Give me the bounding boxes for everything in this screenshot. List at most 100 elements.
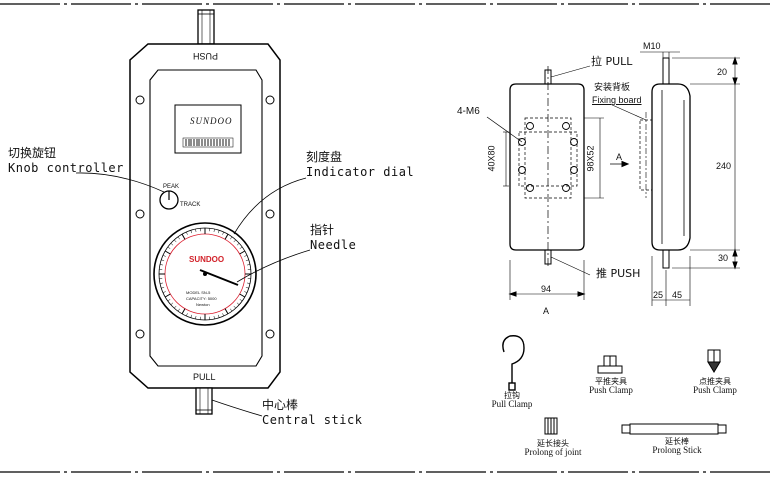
dial-tick [222,231,224,235]
dial-tick [164,293,171,298]
width-94: 94 [541,284,552,294]
dial-tick [161,259,165,261]
dial-tick [245,287,249,289]
callout-dial-cn: 刻度盘 [306,150,343,164]
push-label: 推 PUSH [596,267,641,280]
gauge-top-label: PUSH [193,51,219,61]
dial-tick [186,313,188,317]
accessory-cn: 拉钩 [504,391,520,400]
dial-tick [218,314,220,318]
side-view-drawing [609,51,740,306]
dial-tick [239,299,243,302]
accessory-cn: 延长接头 [537,439,569,448]
dial-tick [181,308,186,315]
accessory-caption-prolong-joint: 延长接头 Prolong of joint [512,440,594,457]
dial-tick [230,236,233,240]
dial-tick [244,291,248,293]
pull-label: 拉 PULL [591,55,633,68]
dial-tick [159,282,163,284]
dial-tick [218,230,220,234]
dial-capacity: CAPACITY: 5000 [186,296,217,301]
dial-tick [239,293,246,298]
accessory-push-clamp-flat [597,355,623,374]
dim-30: 30 [718,253,729,263]
accessory-cn: 点推夹具 [699,377,731,386]
accessory-caption-push-clamp-flat: 平推夹具 Push Clamp [576,378,646,395]
dial-tick [230,308,233,312]
dial-tick [162,255,166,257]
m10-label: M10 [643,41,661,51]
needle [199,269,239,286]
view-a-bottom: A [543,306,550,316]
callout-stick-cn: 中心棒 [262,398,299,412]
dial-tick [239,246,243,249]
dial-tick [177,308,180,312]
callout-needle-en: Needle [310,238,357,252]
dim-25: 25 [653,290,664,300]
dial-tick [174,239,177,243]
fixing-board-en: Fixing board [592,95,642,105]
dial-tick [213,316,215,320]
accessory-push-clamp-point [707,349,721,373]
dial-tick [236,302,240,305]
dial-tick [170,302,174,305]
dial-tick [233,305,236,309]
dial-tick [190,230,192,234]
accessory-caption-push-clamp-point: 点推夹具 Push Clamp [680,378,750,395]
accessory-en: Push Clamp [693,385,737,395]
dial-tick [245,259,249,261]
callout-needle-cn: 指针 [310,223,335,237]
dial-tick [162,291,166,293]
dial-ticks [159,228,251,320]
dial-unit: Newton [196,302,210,307]
dial-tick [161,287,165,289]
dial-tick [177,236,180,240]
dial-tick [167,246,171,249]
screw-label: 4-M6 [457,106,480,117]
dial-tick [233,239,236,243]
dim-20: 20 [717,67,728,77]
dim-45: 45 [672,290,683,300]
dial-tick [167,299,171,302]
callout-knob-cn: 切换旋钮 [8,146,57,160]
accessory-pull-clamp [502,335,525,391]
front-view-drawing [486,65,630,300]
dial-tick [247,282,251,284]
callout-dial-en: Indicator dial [306,165,415,179]
view-a-label: A [616,152,623,162]
callout-stick-en: Central stick [262,413,363,427]
knob-peak-label: PEAK [163,184,180,190]
dim-98x52: 98X52 [585,145,596,172]
accessory-en: Prolong Stick [652,445,702,455]
dial-tick [164,250,171,255]
callout-knob-en: Knob controller [8,161,124,175]
dial-tick [159,264,163,266]
force-gauge [129,9,281,415]
dial-tick [236,243,240,246]
accessory-prolong-joint [544,417,558,435]
dim-240: 240 [716,161,732,171]
dial-brand: SUNDOO [189,255,225,264]
dial-tick [170,243,174,246]
dial-tick [195,316,197,320]
dial-tick [190,314,192,318]
accessory-caption-pull-clamp: 拉钩 Pull Clamp [480,392,544,409]
knob-track-label: TRACK [180,202,201,208]
accessory-en: Prolong of joint [524,447,582,457]
accessory-cn: 平推夹具 [595,377,627,386]
dial-tick [224,308,229,315]
accessory-caption-prolong-stick: 延长棒 Prolong Stick [636,438,718,455]
dial-tick [247,264,251,266]
dim-40x80: 40X80 [486,145,497,172]
brand-label: SUNDOO [190,116,233,126]
dial-tick [213,228,215,232]
dial-model: MODEL SN-5 [186,290,211,295]
dial-tick [239,250,246,255]
dial-tick [195,228,197,232]
fixing-board-cn: 安装背板 [594,83,631,93]
accessory-prolong-stick [621,423,727,435]
accessory-en: Push Clamp [589,385,633,395]
gauge-bottom-label: PULL [193,372,216,382]
dial-tick [244,255,248,257]
